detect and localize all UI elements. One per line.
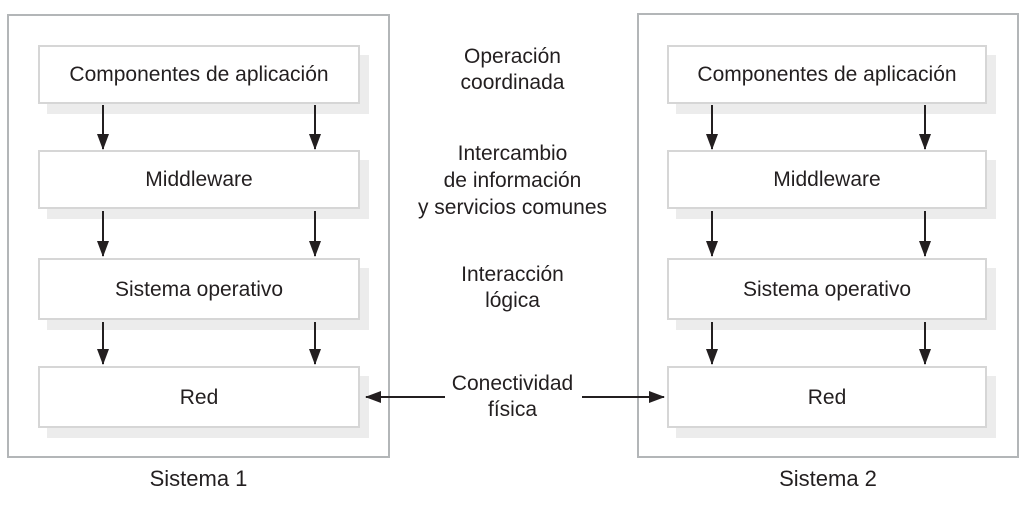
relation-label-information-exchange: Intercambio de información y servicios c…	[417, 142, 608, 219]
system-2-layer-operating-system: Sistema operativo	[667, 258, 987, 320]
system-1-layer-application-components: Componentes de aplicación	[38, 45, 360, 104]
system-2-name: Sistema 2	[779, 466, 877, 491]
system-1-layer-network: Red	[38, 366, 360, 428]
system-1-layer-operating-system: Sistema operativo	[38, 258, 360, 320]
system-1-name: Sistema 1	[149, 466, 248, 491]
relation-label-physical-connectivity: Conectividad física	[451, 372, 574, 421]
relation-label-coordinated-operation: Operación coordinada	[460, 45, 565, 94]
relation-label-logical-interaction: Interacción lógica	[461, 263, 564, 312]
system-1-layer-middleware: Middleware	[38, 150, 360, 209]
system-2-layer-application-components: Componentes de aplicación	[667, 45, 987, 104]
system-2-layer-network: Red	[667, 366, 987, 428]
system-2-layer-middleware: Middleware	[667, 150, 987, 209]
